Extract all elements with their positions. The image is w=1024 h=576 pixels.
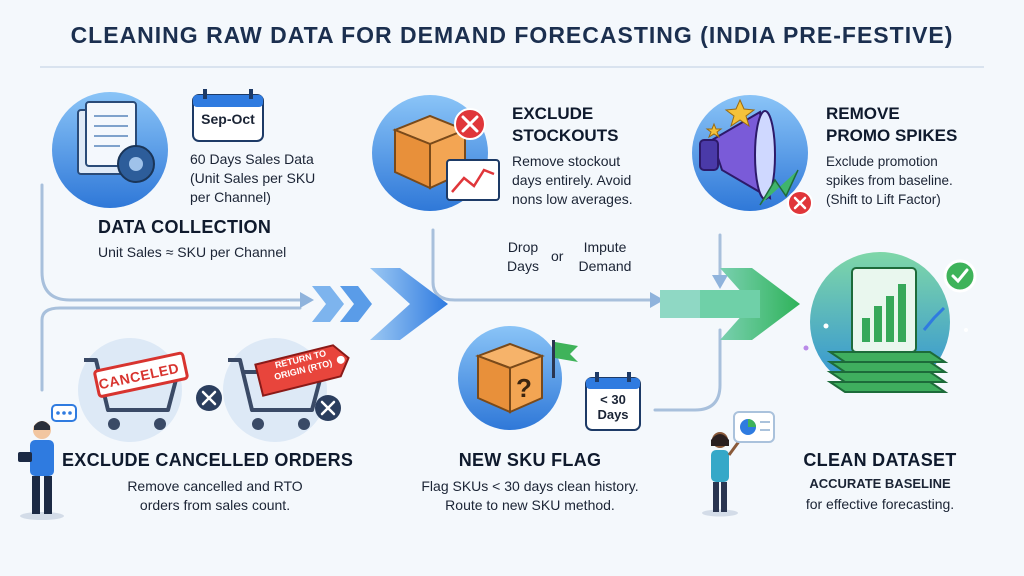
data-collection-icon (52, 92, 168, 208)
data-collection-desc: 60 Days Sales Data (Unit Sales per SKU p… (190, 150, 315, 207)
clean-dataset-icon (803, 252, 977, 393)
big-blue-arrow (312, 268, 448, 340)
desc-line: (Unit Sales per SKU (190, 170, 316, 186)
calendar-line: Days (597, 407, 629, 422)
clean-dataset-subheading: ACCURATE BASELINE (809, 476, 951, 491)
big-green-arrow (660, 268, 800, 340)
desc-line: Remove cancelled and RTO (127, 478, 303, 494)
stockouts-heading: EXCLUDE STOCKOUTS (512, 103, 618, 147)
connector-arrowheads (300, 275, 728, 308)
flag-icon (552, 340, 578, 378)
desc-line: Remove stockout (512, 153, 621, 169)
connector-lines (40, 183, 722, 412)
new-sku-heading: NEW SKU FLAG (458, 450, 602, 470)
option-line: Drop (507, 239, 539, 255)
option-line: Days (507, 258, 539, 274)
cart-rto-icon (223, 338, 350, 442)
heading-line: EXCLUDE (512, 104, 594, 123)
new-sku-calendar-label: < 30 Days (586, 392, 640, 422)
x-mark-promo-icon (787, 190, 813, 216)
desc-line: per Channel) (190, 189, 271, 205)
desc-line: orders from sales count. (139, 497, 291, 513)
option-line: Impute (583, 239, 627, 255)
x-mark-red-icon (454, 108, 486, 140)
star-icon (705, 98, 756, 139)
desc-line: spikes from baseline. (826, 173, 953, 188)
or-label: or (551, 248, 564, 264)
desc-line: (Shift to Lift Factor) (826, 192, 941, 207)
desc-line: Exclude promotion (826, 154, 938, 169)
new-sku-box-icon: ? (458, 326, 562, 430)
promo-heading: REMOVE PROMO SPIKES (826, 103, 957, 147)
calendar-line: < 30 (600, 392, 626, 407)
heading-line: REMOVE (826, 104, 900, 123)
cancelled-heading: EXCLUDE CANCELLED ORDERS (62, 450, 354, 470)
page-title: CLEANING RAW DATA FOR DEMAND FORECASTING… (70, 22, 954, 48)
person-with-tablet-icon (18, 404, 77, 520)
calendar-30-days-icon (585, 372, 641, 431)
option-impute-demand: Impute Demand (570, 238, 640, 276)
clean-dataset-heading: CLEAN DATASET (803, 450, 957, 470)
desc-line: Flag SKUs < 30 days clean history. (421, 478, 639, 494)
cancelled-desc: Remove cancelled and RTO orders from sal… (62, 477, 368, 515)
x-circle-rto-icon (315, 395, 341, 421)
calendar-label: Sep-Oct (201, 111, 255, 127)
svg-text:?: ? (516, 373, 532, 403)
cart-canceled-icon (78, 338, 189, 442)
x-circle-icon (196, 385, 222, 411)
desc-line: 60 Days Sales Data (190, 151, 314, 167)
desc-line: days entirely. Avoid (512, 172, 632, 188)
desc-line: nons low averages. (512, 191, 633, 207)
stockouts-desc: Remove stockout days entirely. Avoid non… (512, 152, 633, 209)
heading-line: PROMO SPIKES (826, 126, 958, 145)
promo-desc: Exclude promotion spikes from baseline. … (826, 152, 953, 209)
heading-line: STOCKOUTS (512, 126, 619, 145)
person-with-chart-icon (702, 411, 775, 517)
option-drop-days: Drop Days (495, 238, 551, 276)
new-sku-desc: Flag SKUs < 30 days clean history. Route… (400, 477, 660, 515)
clean-dataset-desc: for effective forecasting. (805, 496, 955, 512)
calendar-icon (192, 89, 264, 142)
title-divider (40, 66, 984, 68)
option-line: Demand (578, 258, 632, 274)
data-collection-subtext: Unit Sales ≈ SKU per Channel (98, 244, 287, 260)
data-collection-heading: DATA COLLECTION (98, 217, 272, 237)
megaphone-icon (692, 95, 808, 211)
desc-line: Route to new SKU method. (445, 497, 615, 513)
